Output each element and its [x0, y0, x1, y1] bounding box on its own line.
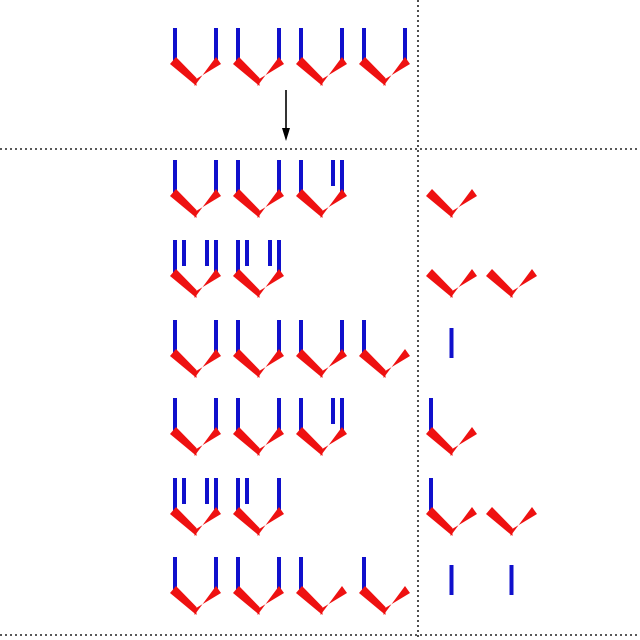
result-glyph	[170, 160, 221, 218]
initial-glyph	[359, 28, 410, 86]
side-glyph	[509, 565, 514, 595]
initial-glyph	[170, 28, 221, 86]
result-row	[170, 320, 454, 378]
result-glyph	[296, 557, 347, 615]
result-glyph	[296, 320, 347, 378]
result-row	[170, 478, 537, 536]
result-glyph	[170, 478, 221, 536]
result-glyph	[170, 240, 221, 298]
side-glyph	[426, 189, 477, 218]
result-glyph	[170, 557, 221, 615]
result-glyph	[296, 160, 347, 218]
result-glyph	[359, 320, 410, 378]
result-glyph-rows	[170, 160, 537, 615]
initial-glyph	[233, 28, 284, 86]
result-glyph	[170, 398, 221, 456]
result-glyph	[233, 160, 284, 218]
side-glyph	[449, 328, 454, 358]
result-glyph	[233, 478, 284, 536]
result-glyph	[233, 320, 284, 378]
initial-glyph-row	[170, 28, 410, 86]
result-glyph	[233, 557, 284, 615]
side-glyph	[486, 507, 537, 536]
result-glyph	[170, 320, 221, 378]
result-glyph	[233, 398, 284, 456]
result-glyph	[359, 557, 410, 615]
side-glyph	[426, 398, 477, 456]
side-glyph	[426, 478, 477, 536]
down-arrow-icon	[282, 90, 290, 141]
result-row	[170, 240, 537, 298]
result-row	[170, 398, 477, 456]
side-glyph	[449, 565, 454, 595]
initial-glyph	[296, 28, 347, 86]
result-row	[170, 557, 514, 615]
result-row	[170, 160, 477, 218]
side-glyph	[426, 269, 477, 298]
side-glyph	[486, 269, 537, 298]
result-glyph	[296, 398, 347, 456]
result-glyph	[233, 240, 284, 298]
